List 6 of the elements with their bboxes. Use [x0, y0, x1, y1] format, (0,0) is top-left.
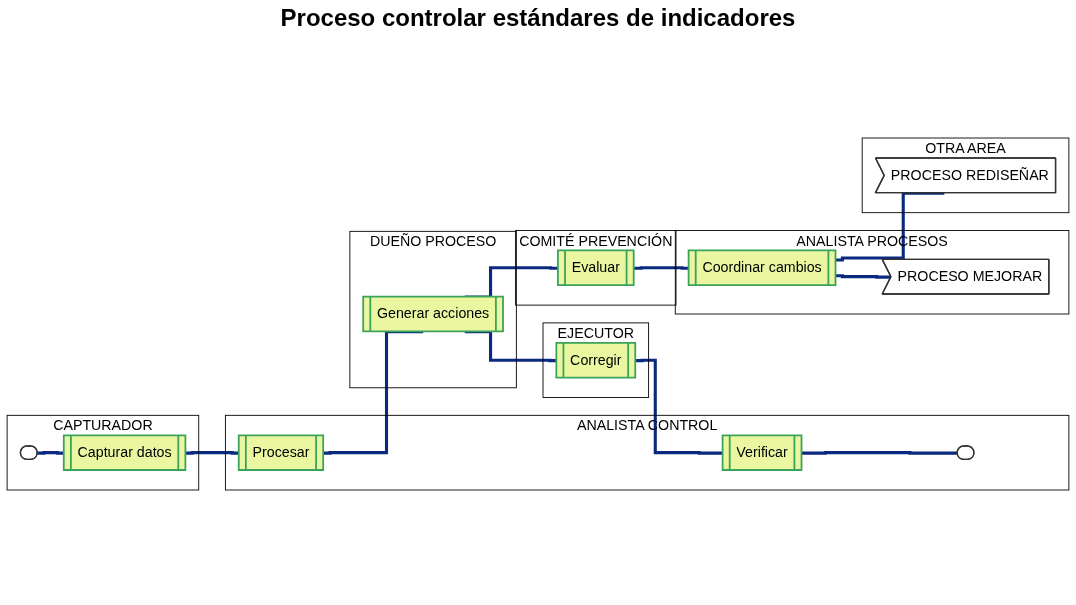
connector: [801, 451, 958, 455]
connector: [185, 451, 240, 455]
connector: [635, 358, 724, 455]
diagram-title: Proceso controlar estándares de indicadores: [279, 4, 797, 32]
connector: [634, 266, 690, 270]
connector: [37, 451, 65, 455]
